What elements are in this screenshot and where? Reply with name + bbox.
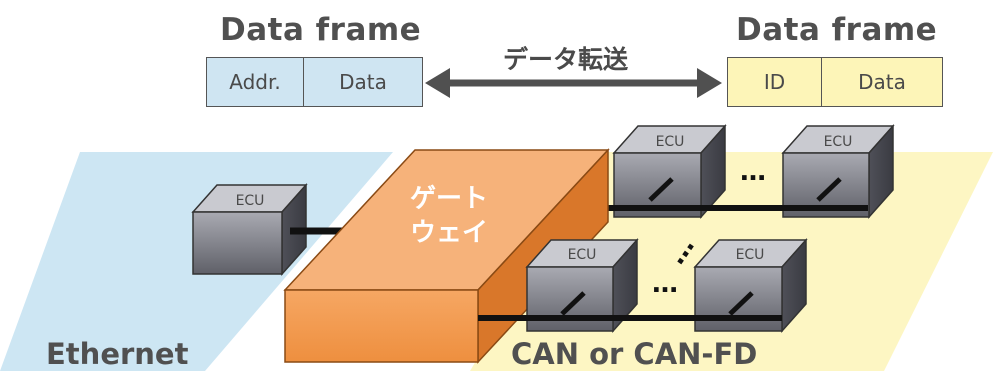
gateway-label: ゲート ウェイ <box>410 182 488 250</box>
ethernet-label: Ethernet <box>46 337 189 371</box>
can-ecu-2: ECU <box>781 124 895 219</box>
left-frame-data-field: Data <box>303 57 423 107</box>
can-ecu-3-label: ECU <box>568 247 597 263</box>
ethernet-ecu: ECU <box>191 183 308 276</box>
upper-ellipsis: … <box>740 157 766 187</box>
gateway-label-line1: ゲート <box>410 184 489 214</box>
can-ecu-2-label: ECU <box>824 134 853 150</box>
can-ecu-1: ECU <box>612 124 727 219</box>
can-ecu-4-label: ECU <box>736 247 765 263</box>
right-frame-id-field: ID <box>727 57 822 107</box>
right-frame-data-field: Data <box>821 57 943 107</box>
lower-ellipsis: … <box>652 269 678 299</box>
right-frame-title: Data frame <box>736 12 938 48</box>
can-label: CAN or CAN-FD <box>511 337 758 371</box>
transfer-arrow <box>425 68 722 98</box>
can-ecu-4: ECU <box>693 238 808 333</box>
gateway-label-line2: ウェイ <box>410 218 489 248</box>
ethernet-ecu-label: ECU <box>236 193 265 209</box>
left-frame-addr-field: Addr. <box>206 57 304 107</box>
left-frame-title: Data frame <box>220 12 422 48</box>
transfer-label: データ転送 <box>503 45 629 74</box>
can-ecu-1-label: ECU <box>656 134 685 150</box>
